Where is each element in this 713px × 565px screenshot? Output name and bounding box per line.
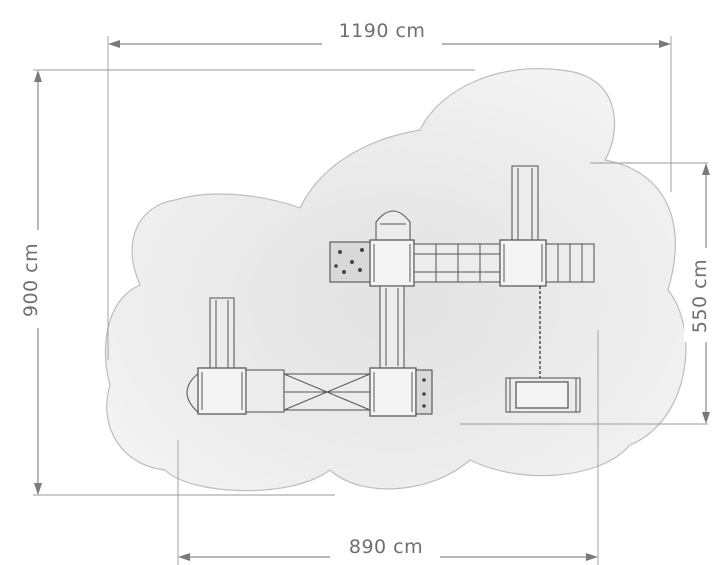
width-equipment-label: 890 cm — [349, 536, 423, 558]
climbing-wall — [329, 241, 373, 283]
dimension-height-right: 550 cm — [684, 163, 713, 424]
climbing-frame — [505, 377, 581, 413]
net-bridge — [283, 373, 371, 411]
height-total-label: 900 cm — [20, 243, 42, 317]
tower-lower-middle — [369, 367, 417, 417]
ladder-right — [545, 243, 595, 283]
dimension-width-total: 1190 cm — [108, 16, 671, 48]
slide-left — [209, 297, 235, 371]
tower-right — [499, 239, 547, 287]
dimension-height-total: 900 cm — [14, 70, 44, 495]
connector-vertical — [379, 285, 405, 369]
dimension-width-equipment: 890 cm — [178, 532, 598, 561]
arch-left — [186, 371, 201, 415]
slide-top — [511, 165, 539, 243]
extension-lines — [33, 36, 708, 565]
tower-lower-left — [197, 367, 247, 415]
width-total-label: 1190 cm — [339, 20, 426, 42]
tower-middle — [369, 239, 415, 287]
arch-element — [375, 210, 411, 240]
bridge-top — [413, 243, 501, 283]
climbing-panel-lower — [415, 369, 433, 415]
height-right-label: 550 cm — [689, 259, 711, 333]
equipment-layout — [186, 165, 595, 417]
platform-small — [245, 369, 285, 413]
